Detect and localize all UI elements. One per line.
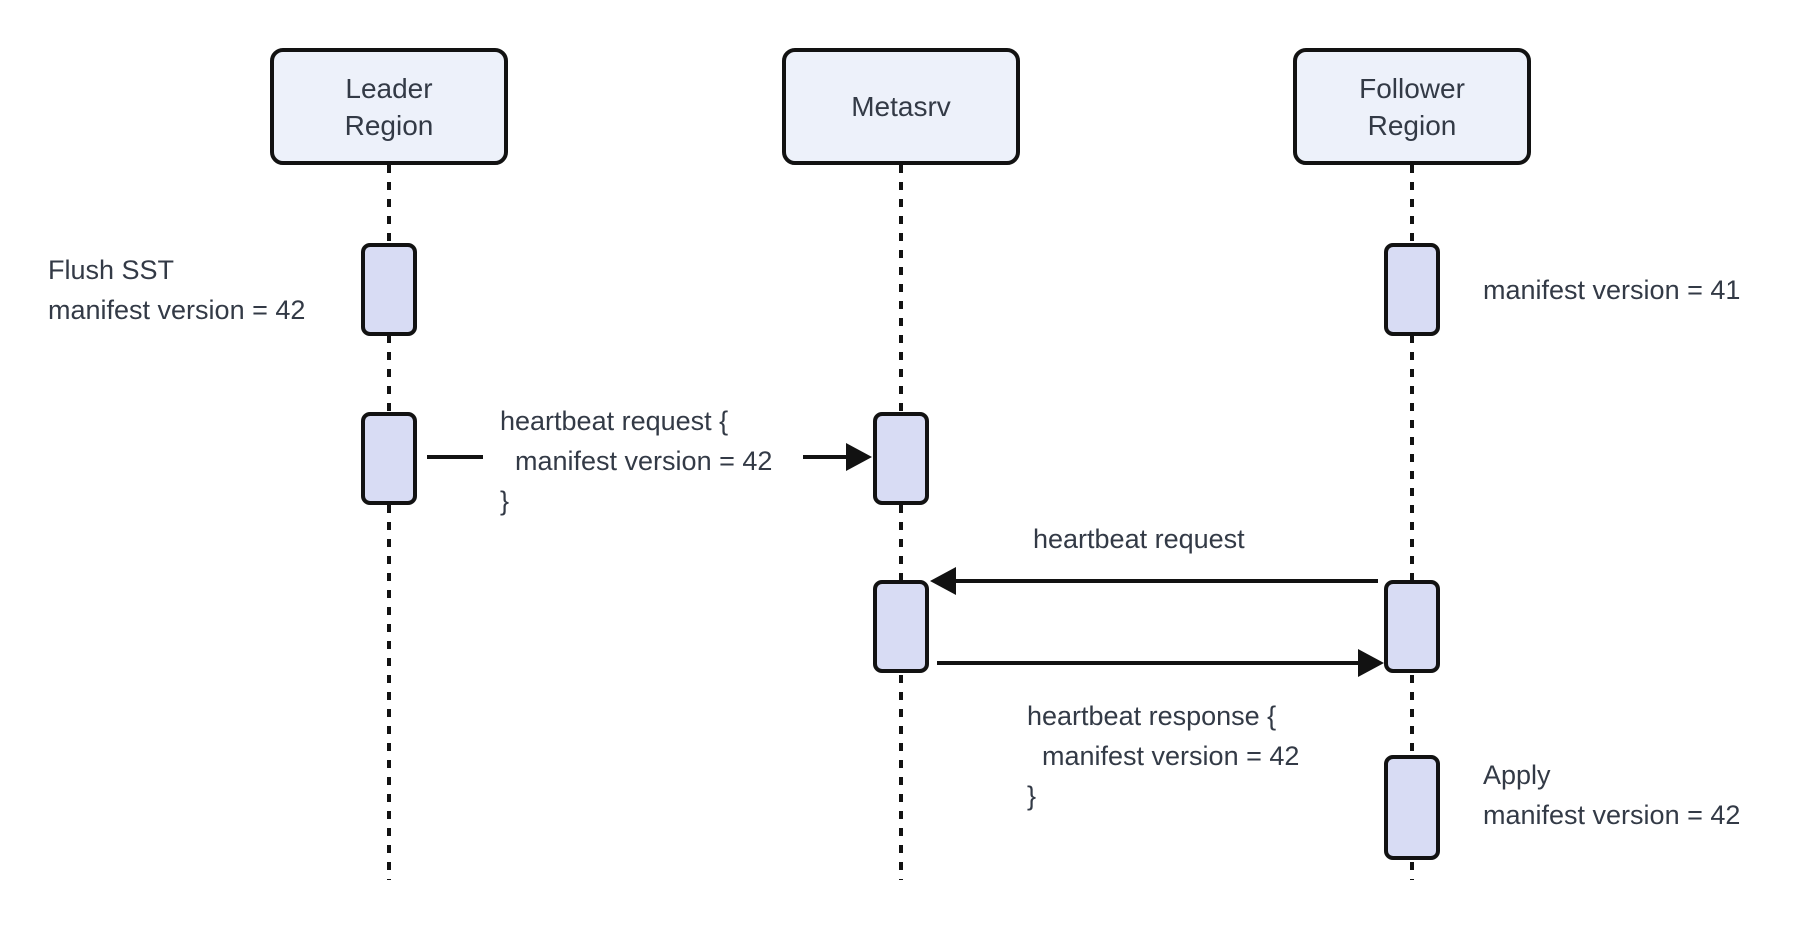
activation-leader-heartbeat xyxy=(361,412,417,505)
activation-metasrv-respond xyxy=(873,580,929,673)
activation-follower-heartbeat xyxy=(1384,580,1440,673)
participant-follower-region: Follower Region xyxy=(1293,48,1531,165)
activation-follower-apply xyxy=(1384,755,1440,860)
message-label-follower-heartbeat-request: heartbeat request xyxy=(1033,524,1245,554)
annotation-manifest-v41: manifest version = 41 xyxy=(1483,275,1741,305)
message-label-leader-heartbeat-request: heartbeat request { manifest version = 4… xyxy=(500,406,773,516)
activation-follower-v41 xyxy=(1384,243,1440,336)
activation-leader-flush xyxy=(361,243,417,336)
arrow-follower-to-metasrv-shaft xyxy=(952,579,1378,583)
arrow-metasrv-to-follower-shaft xyxy=(937,661,1360,665)
lifeline-leader-region xyxy=(387,165,391,880)
activation-metasrv-receive xyxy=(873,412,929,505)
lifeline-follower-region xyxy=(1410,165,1414,880)
arrowhead-right-icon xyxy=(846,443,872,471)
participant-metasrv: Metasrv xyxy=(782,48,1020,165)
arrow-leader-to-metasrv-tail xyxy=(427,455,483,459)
arrowhead-left-icon xyxy=(930,567,956,595)
participant-leader-region: Leader Region xyxy=(270,48,508,165)
message-label-heartbeat-response: heartbeat response { manifest version = … xyxy=(1027,701,1300,811)
annotation-flush-sst: Flush SST manifest version = 42 xyxy=(48,255,306,325)
arrow-leader-to-metasrv-shaft xyxy=(803,455,850,459)
annotation-apply: Apply manifest version = 42 xyxy=(1483,760,1741,830)
arrowhead-right-icon xyxy=(1358,649,1384,677)
lifeline-metasrv xyxy=(899,165,903,880)
